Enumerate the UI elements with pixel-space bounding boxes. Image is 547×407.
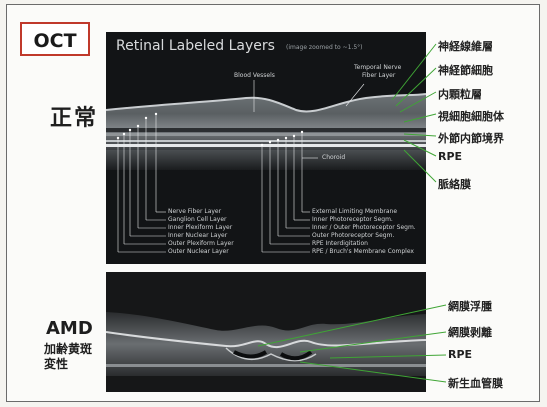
oct-badge: OCT [20, 22, 90, 56]
blood-vessels-label: Blood Vessels [234, 72, 275, 80]
right-panel-label-0: External Limiting Membrane [312, 208, 397, 216]
left-label-0: Nerve Fiber Layer [168, 208, 221, 216]
right-panel-label-1: Inner Photoreceptor Segm. [312, 216, 393, 224]
jp-label-nerve-fiber: 神経線維層 [438, 38, 493, 54]
amd-label-detachment: 網膜剥離 [448, 324, 492, 340]
jp-label-ganglion: 神経節細胞 [438, 62, 493, 78]
jp-label-rpe: RPE [438, 150, 462, 163]
amd-label-edema: 網膜浮腫 [448, 298, 492, 314]
left-label-4: Outer Plexiform Layer [168, 240, 234, 248]
fiber-layer-label: Fiber Layer [362, 72, 395, 80]
panel-title: Retinal Labeled Layers [116, 38, 275, 54]
normal-oct-image: Retinal Labeled Layers (image zoomed to … [106, 32, 426, 264]
right-panel-label-2: Inner / Outer Photoreceptor Segm. [312, 224, 416, 232]
amd-label-cnv: 新生血管膜 [448, 375, 503, 391]
jp-label-inner-nuclear: 内顆粒層 [438, 86, 482, 102]
amd-sublabel-line2: 変性 [44, 357, 114, 372]
left-label-1: Ganglion Cell Layer [168, 216, 227, 224]
normal-label: 正常 [50, 100, 98, 132]
amd-oct-image [106, 272, 426, 392]
jp-label-is-os-junction: 外節内節境界 [438, 130, 504, 146]
left-label-5: Outer Nuclear Layer [168, 248, 229, 256]
temporal-nerve-label: Temporal Nerve [354, 64, 401, 72]
jp-label-photoreceptor-body: 視細胞細胞体 [438, 108, 504, 124]
right-panel-label-3: Outer Photoreceptor Segm. [312, 232, 394, 240]
amd-oct-graphic [106, 272, 426, 392]
amd-label-rpe: RPE [448, 348, 472, 361]
left-label-3: Inner Nuclear Layer [168, 232, 227, 240]
jp-label-choroid: 脈絡膜 [438, 176, 471, 192]
amd-sublabel: 加齢黄斑 変性 [44, 342, 114, 372]
panel-subtitle: (image zoomed to ~1.5°) [286, 44, 363, 51]
amd-label: AMD [46, 318, 93, 339]
amd-sublabel-line1: 加齢黄斑 [44, 342, 114, 357]
choroid-label: Choroid [322, 154, 345, 162]
left-label-2: Inner Plexiform Layer [168, 224, 232, 232]
right-panel-label-5: RPE / Bruch's Membrane Complex [312, 248, 414, 256]
right-panel-label-4: RPE Interdigitation [312, 240, 368, 248]
